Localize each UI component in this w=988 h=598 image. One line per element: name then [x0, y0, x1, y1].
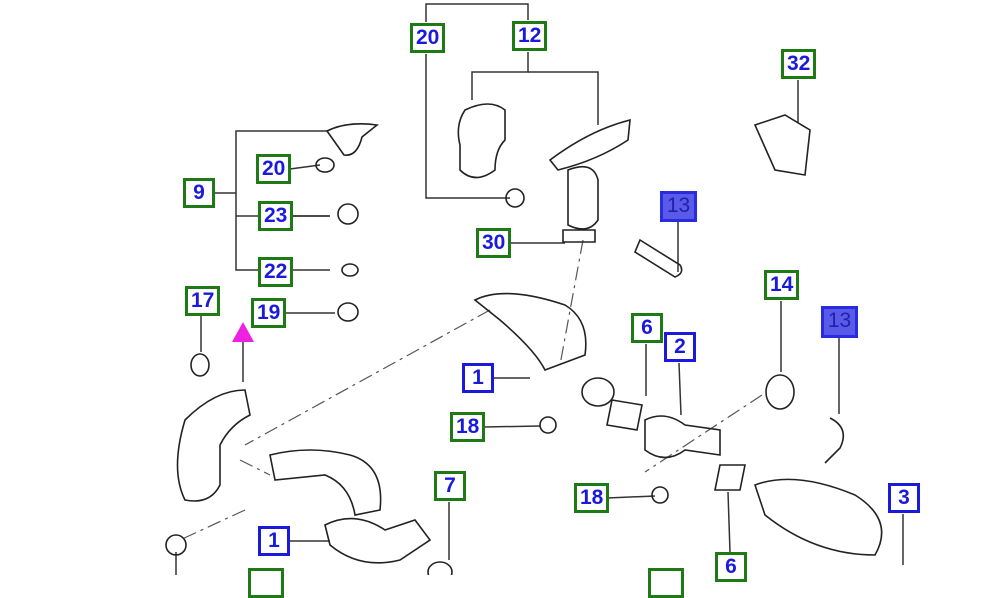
marker-triangle	[232, 322, 254, 342]
callout-7[interactable]: 7	[434, 471, 466, 501]
callout-1b[interactable]: 1	[258, 526, 290, 556]
callout-18[interactable]: 18	[450, 412, 486, 442]
callout-13-highlighted-b[interactable]: 13	[821, 306, 858, 338]
callout-19[interactable]: 19	[251, 298, 287, 328]
callout-6b[interactable]: 6	[715, 552, 747, 582]
callout-3[interactable]: 3	[888, 483, 920, 513]
parts	[165, 103, 883, 575]
callout-20[interactable]: 20	[410, 23, 446, 53]
callout-18b[interactable]: 18	[574, 483, 610, 513]
callout-12[interactable]: 12	[512, 21, 548, 51]
callout-2[interactable]: 2	[664, 332, 696, 362]
callout-17[interactable]: 17	[185, 286, 221, 316]
callout-32[interactable]: 32	[781, 49, 817, 79]
callout-partial[interactable]	[248, 568, 284, 598]
callout-9[interactable]: 9	[183, 178, 215, 208]
callout-30[interactable]: 30	[476, 228, 512, 258]
callout-6[interactable]: 6	[631, 313, 663, 343]
callout-13-highlighted[interactable]: 13	[660, 191, 697, 222]
exhaust-parts-drawing	[165, 3, 904, 575]
callout-1[interactable]: 1	[462, 363, 494, 393]
callout-22[interactable]: 22	[258, 257, 294, 287]
leader-lines	[175, 3, 904, 575]
callout-14[interactable]: 14	[764, 270, 800, 300]
callout-partial-b[interactable]	[648, 568, 684, 598]
callout-20b[interactable]: 20	[256, 154, 292, 184]
callout-23[interactable]: 23	[258, 201, 294, 231]
